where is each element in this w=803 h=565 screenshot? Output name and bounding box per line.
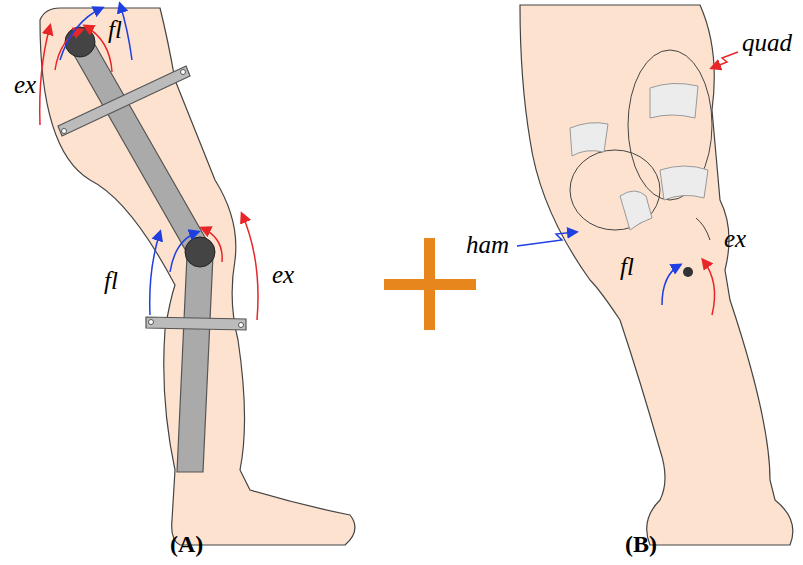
- panel-caption: (B): [625, 532, 657, 556]
- muscle-label: ham: [466, 232, 509, 257]
- flexion-label: fl: [620, 254, 634, 279]
- extension-label: ex: [724, 226, 746, 251]
- flexion-label: fl: [108, 17, 122, 42]
- panel-caption: (A): [170, 532, 203, 556]
- flexion-label: fl: [104, 268, 118, 293]
- extension-label: ex: [14, 72, 36, 97]
- extension-label: ex: [272, 262, 294, 287]
- muscle-label: quad: [742, 30, 792, 55]
